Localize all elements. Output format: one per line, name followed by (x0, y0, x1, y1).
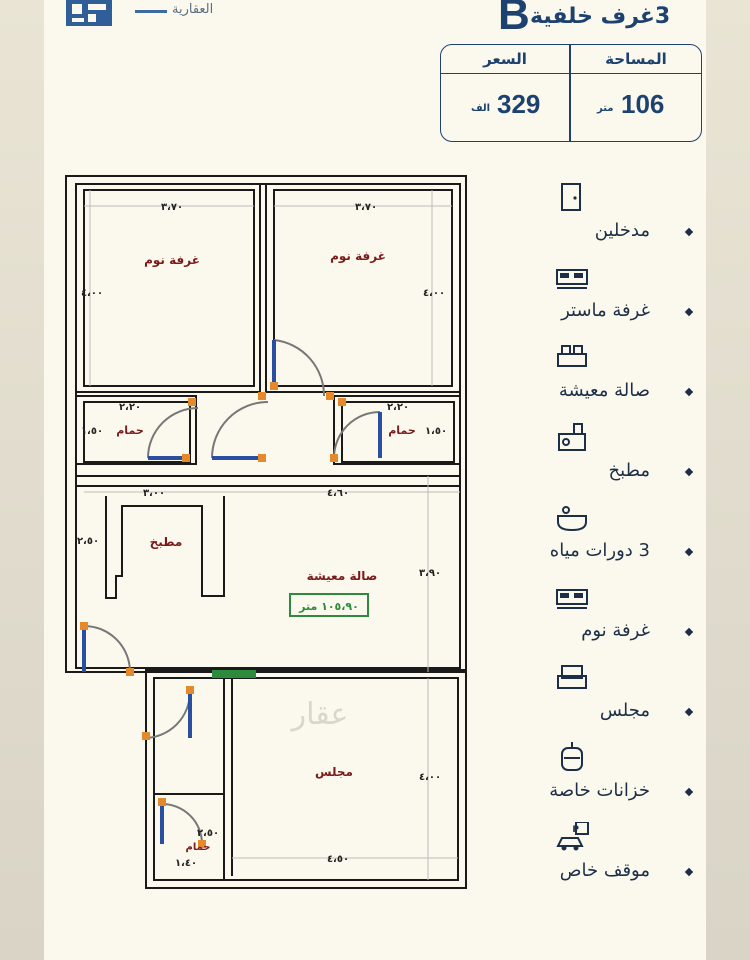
feature-item: صالة معيشة (490, 342, 694, 412)
watermark: عقار (290, 697, 349, 732)
bath-icon (557, 506, 587, 532)
info-divider (569, 45, 571, 141)
dim-bed1-width: ٣،٧٠ (161, 202, 183, 213)
company-logo (66, 0, 112, 26)
feature-item: غرفة ماستر (490, 262, 694, 332)
svg-text:P: P (572, 825, 579, 835)
dim-living-width: ٤،٦٠ (327, 488, 349, 499)
feature-item: خزانات خاصة (490, 742, 694, 812)
dim-majlis-width: ٤،٥٠ (327, 854, 349, 865)
dim-bath2-height: ١،٥٠ (425, 426, 447, 437)
logo-text: العقارية (172, 2, 214, 17)
price-value: 329 (497, 89, 541, 119)
parking-icon: P (556, 822, 589, 851)
dim-bed1-height: ٤،٠٠ (81, 288, 103, 299)
dim-majlis-height: ٤،٠٠ (419, 772, 441, 783)
price-label: السعر (441, 45, 569, 74)
tank-icon (561, 742, 583, 771)
dim-bath3-width: ١،٤٠ (175, 858, 197, 869)
dim-living-height: ٣،٩٠ (419, 568, 441, 579)
label-bath-1: حمام (116, 424, 144, 437)
entrance-marker (212, 670, 256, 678)
dim-bath2-width: ٢،٢٠ (387, 402, 409, 413)
area-tag: ١٠٥،٩٠ متر (298, 600, 359, 613)
area-value: 106 (621, 89, 665, 119)
dim-bath3-height: ٢،٥٠ (197, 828, 219, 839)
feature-item: مجلس (490, 662, 694, 732)
feature-label: خزانات خاصة (549, 780, 650, 801)
label-bath-3: حمام (186, 842, 211, 853)
door-icon (561, 183, 581, 211)
dim-bed2-width: ٣،٧٠ (355, 202, 377, 213)
floor-plan: غرفة نوم غرفة نوم حمام حمام مطبخ صالة مع… (65, 175, 467, 889)
feature-label: غرفة ماستر (561, 300, 650, 321)
label-bedroom-1: غرفة نوم (144, 253, 200, 268)
feature-label: غرفة نوم (581, 620, 650, 641)
price-unit: الف (471, 103, 491, 114)
dim-bath1-width: ٢،٢٠ (119, 402, 141, 413)
dim-bath1-height: ١،٥٠ (81, 426, 103, 437)
dim-kitchen-height: ٢،٥٠ (77, 536, 99, 547)
feature-label: مطبخ (608, 460, 650, 481)
feature-item: 3 دورات مياه (490, 502, 694, 572)
feature-label: موقف خاص (559, 860, 650, 881)
dim-kitchen-width: ٣،٠٠ (143, 488, 165, 499)
armchair-icon (557, 665, 587, 689)
bed-icon (556, 269, 588, 289)
feature-label: مدخلين (594, 220, 650, 241)
feature-item: مطبخ (490, 422, 694, 492)
label-majlis: مجلس (315, 765, 353, 779)
label-living: صالة معيشة (307, 569, 378, 583)
label-bath-2: حمام (388, 424, 416, 437)
label-bedroom-2: غرفة نوم (330, 249, 386, 264)
dim-bed2-height: ٤،٠٠ (423, 288, 445, 299)
background-edge-right (706, 0, 750, 960)
label-kitchen: مطبخ (150, 535, 183, 549)
model-letter: B (498, 0, 530, 39)
area-unit: متر (597, 103, 614, 114)
feature-item: P موقف خاص (490, 822, 694, 892)
bed-icon (556, 589, 588, 609)
sofa-icon (557, 345, 587, 367)
background-edge-left (0, 0, 44, 960)
feature-item: غرفة نوم (490, 582, 694, 652)
feature-label: مجلس (599, 700, 650, 721)
logo-divider (135, 10, 167, 13)
area-label: المساحة (571, 45, 701, 74)
feature-label: 3 دورات مياه (549, 540, 650, 561)
kitchen-icon (558, 423, 586, 451)
feature-item: مدخلين (490, 182, 694, 252)
info-box: المساحة السعر 106 متر 329 الف (440, 44, 702, 142)
area-tag-frame (289, 593, 369, 617)
feature-label: صالة معيشة (558, 380, 650, 401)
rooms-title: 3غرف خلفية (530, 4, 671, 29)
